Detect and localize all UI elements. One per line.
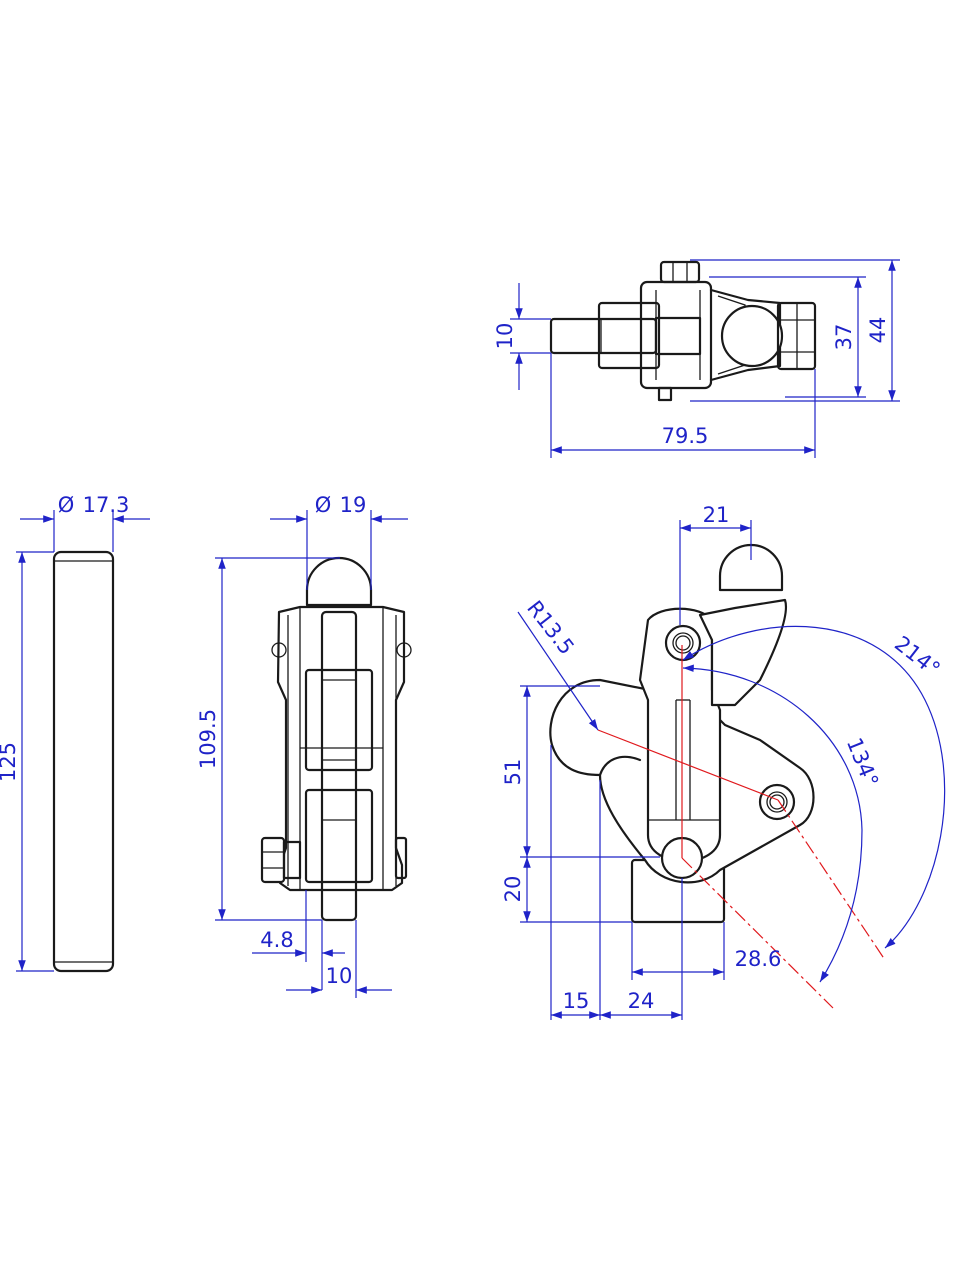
dim-side-20: 20: [501, 876, 525, 903]
handle-view: [52, 550, 115, 973]
side-view-dimensions: 21 R13.5 214° 134° 51 20 28.6 15 24: [501, 503, 946, 1020]
dim-handle-diameter: 17.3: [83, 493, 130, 517]
handle-view-dimensions: Ø 17.3 125: [0, 493, 150, 972]
dim-handle-length: 125: [0, 742, 20, 782]
dim-top-44: 44: [866, 317, 890, 344]
dim-top-10: 10: [493, 323, 517, 350]
diameter-symbol-knob: Ø: [315, 493, 332, 517]
dim-front-width-10: 10: [326, 964, 353, 988]
dim-top-37: 37: [832, 324, 856, 351]
top-view: [549, 260, 817, 402]
dim-front-height: 109.5: [196, 709, 220, 769]
dim-side-24: 24: [628, 989, 655, 1013]
dim-side-28-6: 28.6: [735, 947, 782, 971]
dim-top-79-5: 79.5: [662, 424, 709, 448]
front-view: [260, 556, 412, 922]
front-view-dimensions: Ø 19 109.5 4.8 10: [196, 493, 408, 998]
dim-side-21: 21: [703, 503, 730, 527]
dim-side-radius: R13.5: [522, 596, 579, 659]
dim-side-15: 15: [563, 989, 590, 1013]
dim-front-offset: 4.8: [260, 928, 293, 952]
dim-side-angle-214: 214°: [890, 631, 945, 681]
dim-side-angle-134: 134°: [842, 734, 883, 790]
diameter-symbol-handle: Ø: [58, 493, 75, 517]
dim-side-51: 51: [501, 759, 525, 786]
top-view-dimensions: 10 37 44 79.5: [493, 259, 900, 458]
dim-front-knob-diameter: 19: [340, 493, 367, 517]
